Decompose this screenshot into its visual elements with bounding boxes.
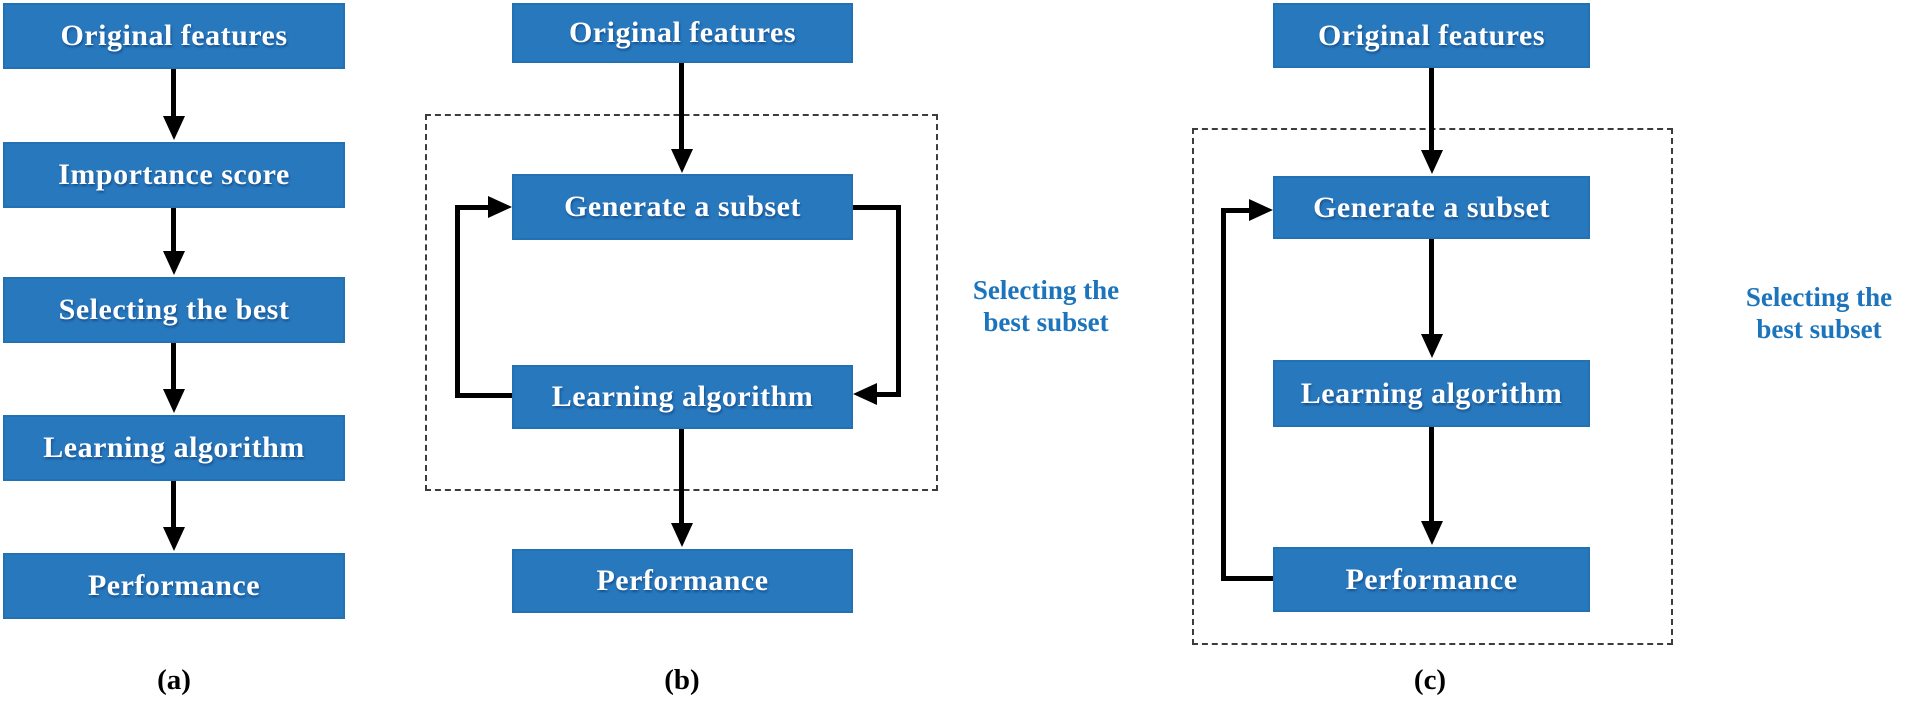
flow-box-original-features: Original features	[1273, 3, 1590, 68]
flow-box-original-features: Original features	[3, 3, 345, 69]
arrow-shaft	[171, 69, 176, 118]
arrow-head	[1421, 150, 1443, 174]
flow-box-performance: Performance	[512, 549, 853, 613]
flow-box-learning-algorithm: Learning algorithm	[1273, 360, 1590, 427]
down-arrow-icon	[1421, 68, 1443, 174]
arrow-head	[671, 149, 693, 173]
down-arrow-icon	[1421, 427, 1443, 545]
loop-segment	[455, 205, 491, 210]
loop-segment	[853, 205, 901, 210]
arrow-head-right	[488, 196, 512, 218]
arrow-head	[1421, 334, 1443, 358]
caption-b: (b)	[664, 664, 700, 696]
down-arrow-icon	[163, 343, 185, 413]
flow-box-original-features: Original features	[512, 3, 853, 63]
side-label-line1: Selecting the	[972, 275, 1120, 305]
loop-segment	[1221, 576, 1273, 581]
arrow-shaft	[171, 208, 176, 253]
arrow-head-right	[1249, 199, 1273, 221]
down-arrow-icon	[671, 63, 693, 173]
side-label-line1: Selecting the	[1745, 282, 1893, 312]
loop-segment	[455, 205, 460, 398]
flow-box-generate-a-subset: Generate a subset	[1273, 176, 1590, 239]
down-arrow-icon	[163, 69, 185, 140]
arrow-head	[163, 251, 185, 275]
caption-a: (a)	[157, 664, 191, 696]
loop-segment	[1221, 208, 1226, 581]
down-arrow-icon	[1421, 239, 1443, 358]
flow-box-learning-algorithm: Learning algorithm	[512, 365, 853, 429]
arrow-head	[1421, 521, 1443, 545]
arrow-head-left	[853, 383, 877, 405]
caption-c: (c)	[1413, 664, 1447, 696]
side-label-selecting-best-subset: Selecting the best subset	[936, 274, 1156, 338]
arrow-shaft	[1429, 427, 1434, 523]
arrow-head	[163, 389, 185, 413]
loop-segment	[896, 205, 901, 394]
flow-box-selecting-the-best: Selecting the best	[3, 277, 345, 343]
side-label-selecting-best-subset: Selecting the best subset	[1709, 281, 1905, 345]
loop-segment	[455, 393, 512, 398]
flow-box-performance: Performance	[3, 553, 345, 619]
down-arrow-icon	[163, 481, 185, 551]
arrow-shaft	[171, 481, 176, 529]
down-arrow-icon	[163, 208, 185, 275]
arrow-shaft	[679, 429, 684, 525]
loop-segment	[875, 392, 901, 397]
down-arrow-icon	[671, 429, 693, 547]
flow-box-importance-score: Importance score	[3, 142, 345, 208]
flow-box-performance: Performance	[1273, 547, 1590, 612]
arrow-head	[163, 527, 185, 551]
side-label-line2: best subset	[1756, 314, 1882, 344]
arrow-shaft	[679, 63, 684, 151]
arrow-shaft	[1429, 68, 1434, 152]
arrow-head	[163, 116, 185, 140]
flow-box-generate-a-subset: Generate a subset	[512, 174, 853, 240]
flow-box-learning-algorithm: Learning algorithm	[3, 415, 345, 481]
arrow-head	[671, 523, 693, 547]
loop-segment	[1221, 208, 1253, 213]
arrow-shaft	[1429, 239, 1434, 336]
side-label-line2: best subset	[983, 307, 1109, 337]
arrow-shaft	[171, 343, 176, 391]
